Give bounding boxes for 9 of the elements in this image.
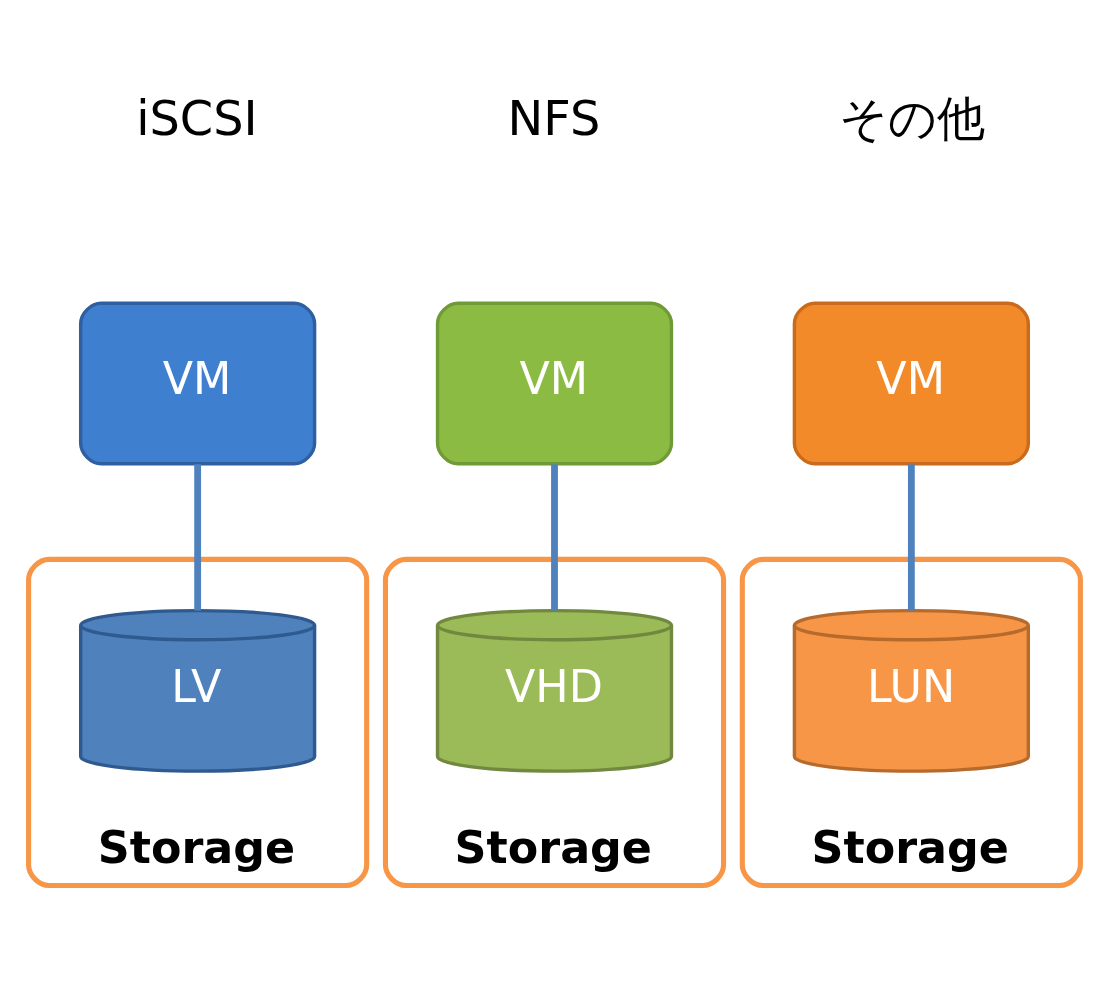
node-label: iSCSI — [136, 90, 258, 146]
node-box: VM — [78, 301, 317, 466]
node-label: その他 — [838, 90, 985, 146]
node-box: VM — [792, 301, 1031, 466]
node-label: NFS — [507, 90, 601, 146]
connector — [194, 464, 202, 611]
node-box: VM — [435, 301, 674, 466]
connector — [907, 464, 915, 611]
connector — [551, 464, 558, 611]
